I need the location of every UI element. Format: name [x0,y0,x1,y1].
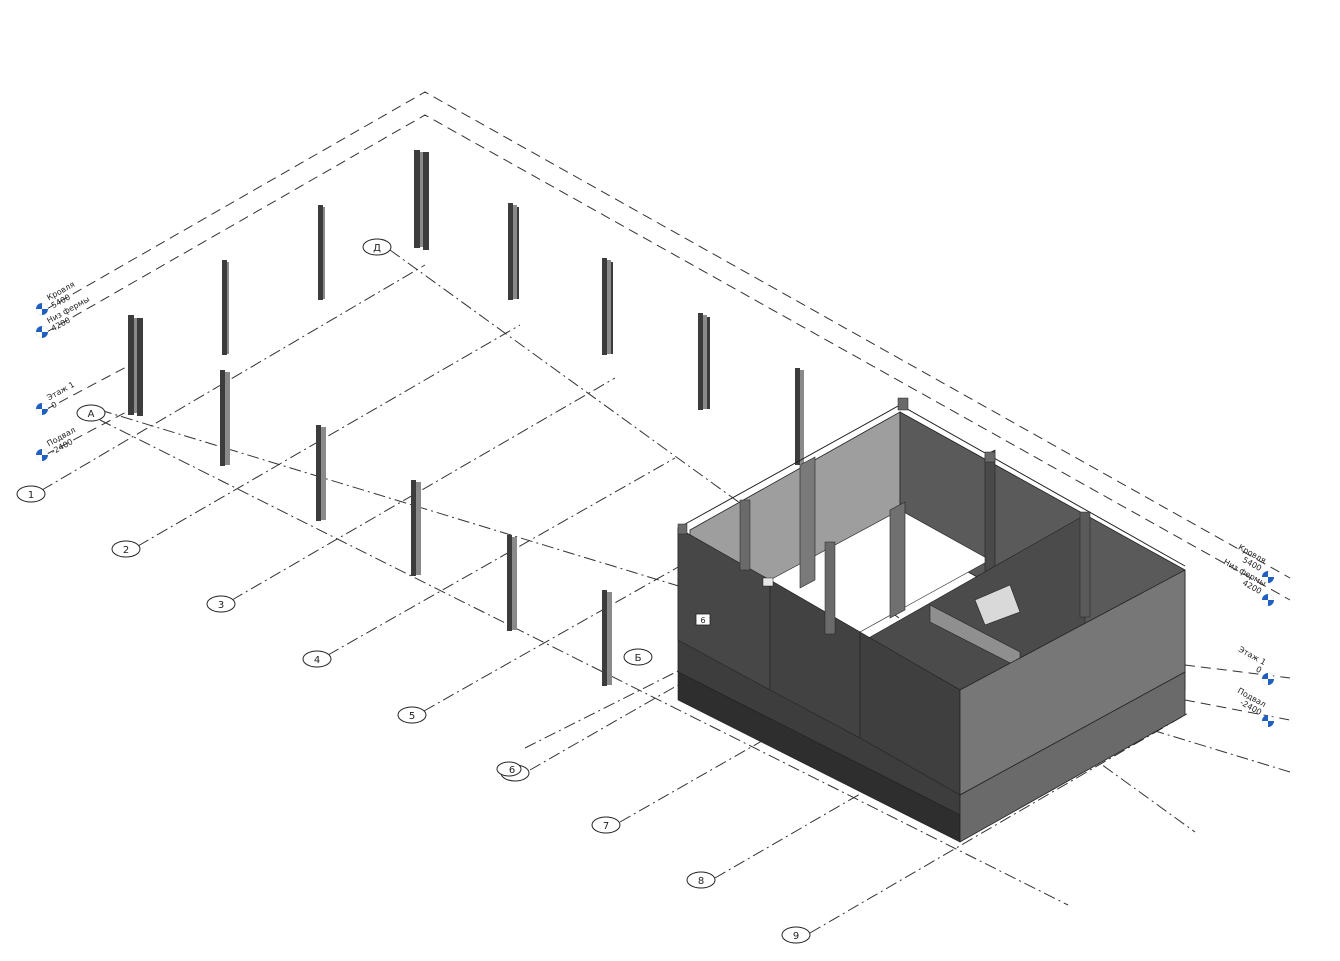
column [414,150,429,250]
column [698,313,710,410]
grid-bubble-9[interactable]: 9 [781,926,811,944]
grid-bubble-7[interactable]: 7 [591,816,621,834]
svg-text:3: 3 [218,600,224,611]
column [507,535,517,631]
grid-bubble-b[interactable]: Б [623,648,653,666]
grid-bubble-6[interactable]: 6 [496,761,530,782]
svg-text:Д: Д [373,243,381,254]
grid-bubble-1[interactable]: 1 [16,485,46,503]
level-markers-right[interactable]: Кровля 5400 Низ фермы 4200 Этаж 1 0 [1217,543,1274,727]
grid-bubble-a[interactable]: А [76,404,106,422]
level-marker-basement-right[interactable]: Подвал -2400 [1232,686,1274,727]
grid-bubble-8[interactable]: 8 [686,871,716,889]
svg-text:1: 1 [28,490,34,501]
grid-bubble-d[interactable]: Д [362,238,392,256]
level-marker-floor1[interactable]: Этаж 1 0 [36,380,80,415]
column [602,258,613,355]
svg-text:2: 2 [123,545,129,556]
svg-text:А: А [88,409,95,420]
svg-text:5: 5 [409,711,415,722]
element-tag[interactable]: 6 [695,613,711,626]
grid-bubbles[interactable]: 1 2 3 4 5 6 7 8 [16,238,811,944]
svg-text:Этаж 1: Этаж 1 [45,380,76,402]
svg-text:Этаж 1: Этаж 1 [1237,645,1268,667]
column [508,203,519,300]
grid-bubble-4[interactable]: 4 [302,650,332,668]
column [795,368,804,465]
svg-text:7: 7 [603,821,609,832]
column [602,590,612,686]
svg-text:0: 0 [1254,665,1263,675]
column [411,480,421,576]
svg-text:0: 0 [50,400,59,410]
svg-text:8: 8 [698,876,704,887]
svg-text:9: 9 [793,931,799,942]
level-marker-basement[interactable]: Подвал -2400 [36,425,81,461]
grid-bubble-5[interactable]: 5 [397,706,427,724]
column [316,425,326,521]
column [220,370,230,466]
level-marker-floor1-right[interactable]: Этаж 1 0 [1233,645,1274,685]
svg-text:6: 6 [700,616,705,625]
svg-text:4: 4 [314,655,320,666]
column [222,260,229,355]
grid-bubble-2[interactable]: 2 [111,540,141,558]
level-markers-left[interactable]: Кровля 5400 Низ фермы 4200 Этаж 1 0 [36,280,95,461]
svg-text:6: 6 [509,765,515,776]
svg-text:Б: Б [635,653,642,664]
column [128,315,143,416]
grid-bubble-3[interactable]: 3 [206,595,236,613]
building-block: 6 [677,397,1186,843]
column [318,205,325,300]
columns [128,150,804,686]
